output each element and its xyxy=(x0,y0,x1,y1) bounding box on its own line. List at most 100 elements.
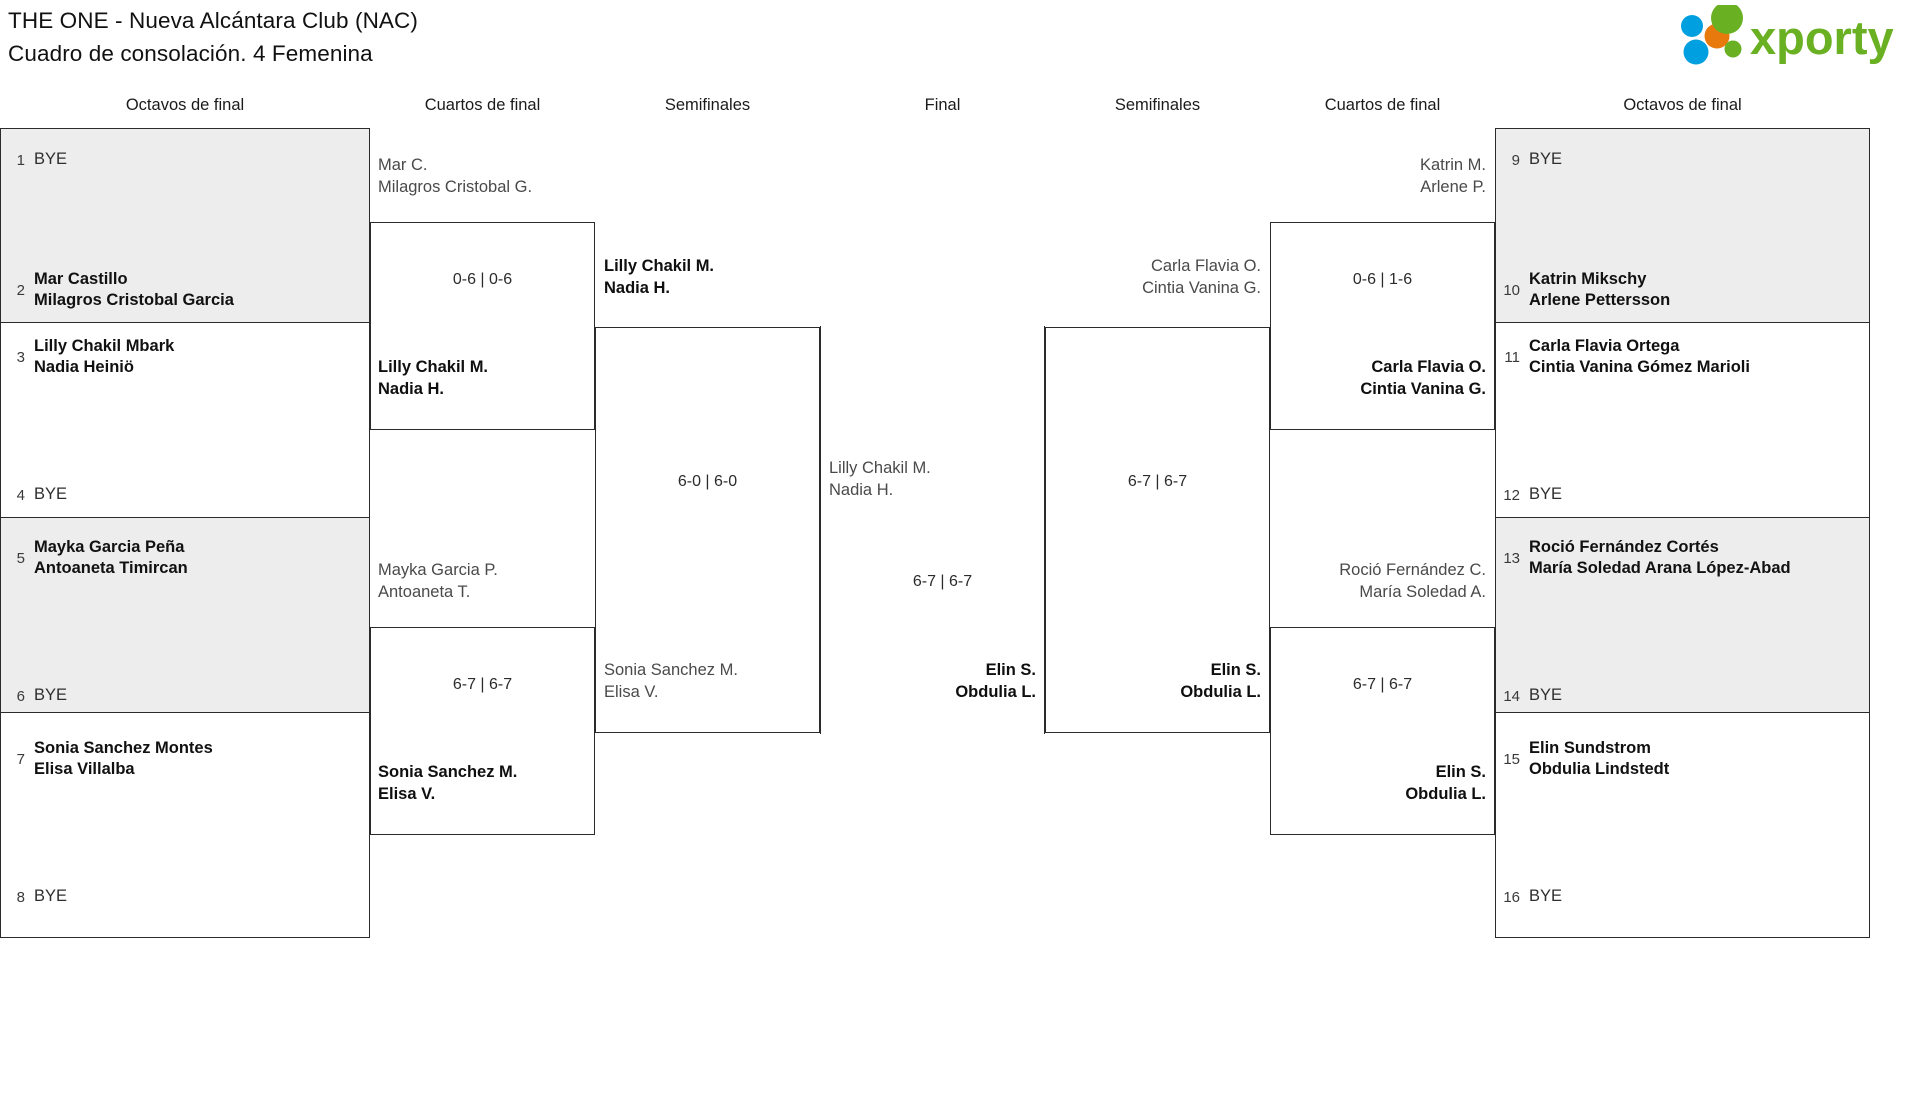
right-qf1-loser-line2: Arlene P. xyxy=(1420,177,1486,196)
round-header-final: Final xyxy=(924,96,961,114)
right-sf-winner: Elin S. Obdulia L. xyxy=(1045,660,1261,703)
seed-entry-15[interactable]: 15 Elin Sundstrom Obdulia Lindstedt xyxy=(1503,737,1669,781)
left-sf-winner-top: Lilly Chakil M. Nadia H. xyxy=(604,256,819,299)
seed-name-line2: María Soledad Arana López-Abad xyxy=(1529,559,1791,577)
seed-entry-16[interactable]: 16 BYE xyxy=(1503,885,1562,909)
xporty-logo: xporty xyxy=(1670,5,1902,67)
left-sf-match-box[interactable] xyxy=(595,327,820,733)
seed-name: BYE xyxy=(34,887,68,906)
final-left-player: Lilly Chakil M. Nadia H. xyxy=(829,458,1044,501)
seed-entry-11[interactable]: 11 Carla Flavia Ortega Cintia Vanina Góm… xyxy=(1503,335,1750,379)
xporty-logo-svg: xporty xyxy=(1681,5,1894,65)
seed-name-line1: Mar Castillo xyxy=(34,269,128,288)
seed-name-line1: Mayka Garcia Peña xyxy=(34,537,185,556)
seed-name-line2: Cintia Vanina Gómez Marioli xyxy=(1529,358,1750,376)
right-qf1-score: 0-6 | 1-6 xyxy=(1352,271,1413,288)
seed-pair-box-13-14 xyxy=(1495,517,1870,713)
left-qf1-match-box[interactable] xyxy=(370,222,595,430)
left-sf-loser-line2: Elisa V. xyxy=(604,682,659,701)
right-sf-winner-line1: Elin S. xyxy=(1210,661,1261,679)
logo-wordmark: xporty xyxy=(1750,11,1894,64)
right-qf2-score: 6-7 | 6-7 xyxy=(1352,676,1413,693)
title-line-1: THE ONE - Nueva Alcántara Club (NAC) xyxy=(8,8,418,33)
round-header-right-sf: Semifinales xyxy=(1114,96,1201,114)
seed-entry-9[interactable]: 9 BYE xyxy=(1503,148,1562,172)
right-sf-loser: Carla Flavia O. Cintia Vanina G. xyxy=(1045,256,1261,299)
right-qf1-loser-line1: Katrin M. xyxy=(1419,156,1486,174)
seed-pair-box-1-2 xyxy=(0,128,370,323)
seed-number: 13 xyxy=(1503,549,1520,567)
seed-entry-12[interactable]: 12 BYE xyxy=(1503,483,1562,507)
seed-number: 7 xyxy=(16,750,25,768)
right-sf-winner-line2: Obdulia L. xyxy=(1180,682,1261,701)
left-sf-winner-line1: Lilly Chakil M. xyxy=(604,257,715,275)
left-qf1-winner-line2: Nadia H. xyxy=(378,379,445,398)
right-sf-loser-line1: Carla Flavia O. xyxy=(1150,257,1261,275)
seed-entry-8[interactable]: 8 BYE xyxy=(8,885,67,909)
left-sf-winner-line2: Nadia H. xyxy=(604,278,671,297)
round-header-right-qf: Cuartos de final xyxy=(1324,96,1441,114)
seed-name-line2: Arlene Pettersson xyxy=(1529,291,1671,309)
seed-name-line1: Roció Fernández Cortés xyxy=(1529,537,1719,556)
left-qf1-loser: Mar C. Milagros Cristobal G. xyxy=(378,155,608,198)
final-right-line2: Obdulia L. xyxy=(955,682,1036,701)
seed-name: BYE xyxy=(1529,485,1563,504)
logo-dot-blue-top xyxy=(1681,15,1703,37)
left-qf2-match-box[interactable] xyxy=(370,627,595,835)
round-header-right-r16: Octavos de final xyxy=(1623,96,1742,114)
seed-number: 11 xyxy=(1504,348,1520,366)
right-qf1-match-box[interactable] xyxy=(1270,222,1495,430)
seed-entry-13[interactable]: 13 Roció Fernández Cortés María Soledad … xyxy=(1503,536,1791,580)
seed-pair-box-7-8 xyxy=(0,712,370,938)
right-sf-loser-line2: Cintia Vanina G. xyxy=(1142,278,1261,297)
seed-number: 5 xyxy=(16,549,25,567)
seed-pair-box-15-16 xyxy=(1495,712,1870,938)
right-sf-match-box[interactable] xyxy=(1045,327,1270,733)
final-right-player: Elin S. Obdulia L. xyxy=(820,660,1036,703)
left-qf2-loser-line2: Antoaneta T. xyxy=(378,582,471,601)
seed-entry-7[interactable]: 7 Sonia Sanchez Montes Elisa Villalba xyxy=(8,737,213,781)
final-left-line2: Nadia H. xyxy=(829,480,894,499)
left-qf1-score: 0-6 | 0-6 xyxy=(452,271,513,288)
seed-number: 14 xyxy=(1503,687,1520,705)
right-qf2-loser-line2: María Soledad A. xyxy=(1359,582,1486,601)
seed-entry-10[interactable]: 10 Katrin Mikschy Arlene Pettersson xyxy=(1503,268,1670,312)
seed-number: 6 xyxy=(16,687,25,705)
left-qf1-loser-line2: Milagros Cristobal G. xyxy=(378,177,533,196)
seed-entry-1[interactable]: 1 BYE xyxy=(8,148,67,172)
right-qf2-winner-line1: Elin S. xyxy=(1435,763,1486,781)
seed-pair-box-11-12 xyxy=(1495,322,1870,518)
seed-entry-2[interactable]: 2 Mar Castillo Milagros Cristobal Garcia xyxy=(8,268,234,312)
seed-entry-5[interactable]: 5 Mayka Garcia Peña Antoaneta Timircan xyxy=(8,536,188,580)
round-header-left-sf: Semifinales xyxy=(664,96,751,114)
final-left-edge-rule xyxy=(820,326,822,734)
seed-number: 3 xyxy=(16,348,25,366)
seed-name-line1: Katrin Mikschy xyxy=(1529,269,1647,288)
seed-name: BYE xyxy=(1529,686,1563,705)
left-sf-loser-line1: Sonia Sanchez M. xyxy=(604,661,738,679)
seed-name-line2: Obdulia Lindstedt xyxy=(1529,760,1670,778)
seed-number: 10 xyxy=(1503,281,1520,299)
left-qf2-winner-line2: Elisa V. xyxy=(378,784,436,803)
seed-name-line1: Lilly Chakil Mbark xyxy=(34,336,175,355)
right-qf2-match-box[interactable] xyxy=(1270,627,1495,835)
seed-entry-4[interactable]: 4 BYE xyxy=(8,483,67,507)
seed-entry-3[interactable]: 3 Lilly Chakil Mbark Nadia Heiniö xyxy=(8,335,175,379)
page-title: THE ONE - Nueva Alcántara Club (NAC) Cua… xyxy=(8,4,418,70)
seed-number: 4 xyxy=(16,486,25,504)
final-left-line1: Lilly Chakil M. xyxy=(829,459,931,477)
seed-entry-6[interactable]: 6 BYE xyxy=(8,684,67,708)
seed-pair-box-5-6 xyxy=(0,517,370,713)
left-qf1-winner: Lilly Chakil M. Nadia H. xyxy=(378,357,593,400)
page-header: THE ONE - Nueva Alcántara Club (NAC) Cua… xyxy=(0,0,1920,92)
seed-pair-box-3-4 xyxy=(0,322,370,518)
left-qf2-winner: Sonia Sanchez M. Elisa V. xyxy=(378,762,593,805)
seed-number: 9 xyxy=(1511,151,1520,169)
left-sf-score: 6-0 | 6-0 xyxy=(677,473,738,490)
left-qf2-loser: Mayka Garcia P. Antoaneta T. xyxy=(378,560,608,603)
round-header-left-qf: Cuartos de final xyxy=(424,96,541,114)
seed-entry-14[interactable]: 14 BYE xyxy=(1503,684,1562,708)
seed-number: 8 xyxy=(16,888,25,906)
seed-name: BYE xyxy=(34,485,68,504)
left-qf2-winner-line1: Sonia Sanchez M. xyxy=(378,763,518,781)
